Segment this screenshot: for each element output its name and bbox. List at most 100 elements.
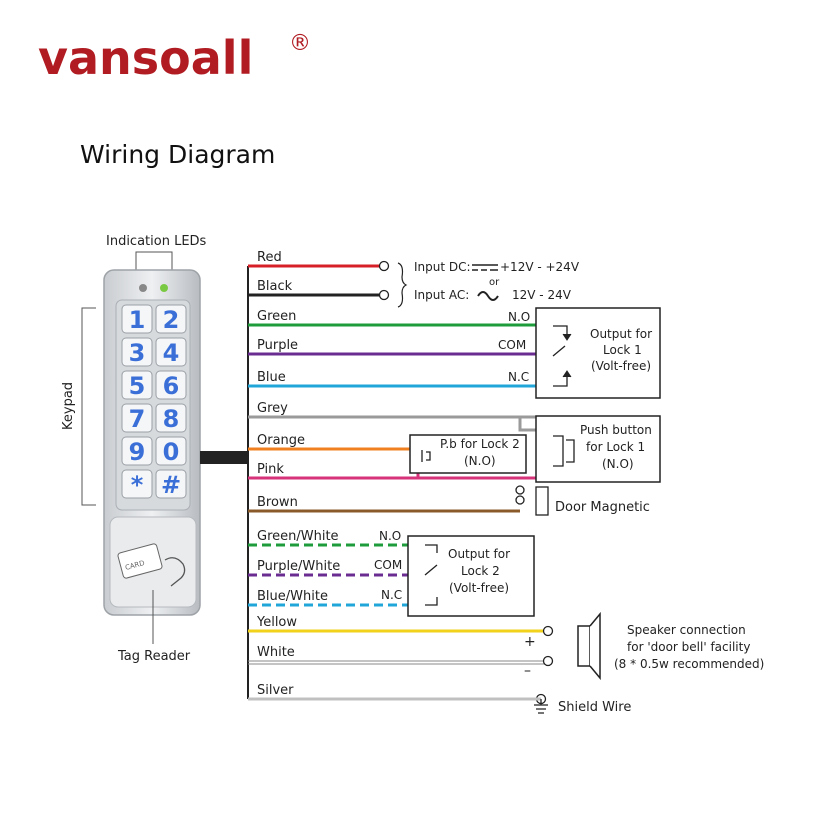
speaker-plus: + <box>524 634 536 650</box>
key-4[interactable]: 4 <box>155 337 187 367</box>
speaker-title-1: Speaker connection <box>627 623 746 637</box>
speaker-title-2: for 'door bell' facility <box>627 640 750 654</box>
wire-label: Brown <box>257 495 298 510</box>
or-label: or <box>489 277 500 288</box>
wire-label: Silver <box>257 683 294 698</box>
wire-red: Red <box>248 250 390 272</box>
svg-text:2: 2 <box>163 306 180 334</box>
wire-label: Grey <box>257 401 288 416</box>
wire-green: Green <box>248 309 554 331</box>
cable <box>200 451 248 464</box>
key-8[interactable]: 8 <box>155 403 187 433</box>
indication-leds-label: Indication LEDs <box>106 234 207 249</box>
wire-black: Black <box>248 279 390 301</box>
lock2-nc-label: N.C <box>381 588 402 602</box>
svg-text:1: 1 <box>129 306 146 334</box>
pushbutton-lock1: Push button for Lock 1 (N.O) <box>535 415 661 483</box>
svg-text:5: 5 <box>129 372 146 400</box>
svg-text:6: 6 <box>163 372 180 400</box>
svg-text:3: 3 <box>129 339 146 367</box>
card-icon: CARD <box>117 543 186 587</box>
speaker-minus: – <box>524 663 531 679</box>
wire-grey: Grey <box>248 401 548 419</box>
page-title: Wiring Diagram <box>80 140 275 169</box>
wire-yellow: Yellow <box>248 615 554 637</box>
pushbutton-title-2: for Lock 1 <box>586 440 645 454</box>
lock2-no-label: N.O <box>379 529 401 543</box>
svg-text:4: 4 <box>163 339 180 367</box>
wire-orange: Orange <box>248 433 424 455</box>
svg-text:9: 9 <box>129 438 146 466</box>
speaker: + – Speaker connection for 'door bell' f… <box>524 611 764 681</box>
key-hash[interactable]: # <box>155 469 187 499</box>
shield-wire-label: Shield Wire <box>558 700 631 715</box>
key-0[interactable]: 0 <box>155 436 187 466</box>
keypad-bracket <box>81 307 96 506</box>
wires: RedBlackGreenPurpleBlueGreyOrangePinkBro… <box>248 250 554 705</box>
lock1-nc-label: N.C <box>508 370 529 384</box>
key-star[interactable]: * <box>121 469 153 499</box>
keypad-label: Keypad <box>61 382 76 430</box>
key-6[interactable]: 6 <box>155 370 187 400</box>
key-3[interactable]: 3 <box>121 337 153 367</box>
wire-label: White <box>257 645 295 660</box>
pushbutton-title-1: Push button <box>580 423 652 437</box>
wire-label: Purple/White <box>257 559 340 574</box>
led-green <box>160 284 168 292</box>
svg-text:*: * <box>131 471 144 499</box>
lock2-com-label: COM <box>374 558 402 572</box>
wire-label: Blue <box>257 370 286 385</box>
led-red <box>139 284 147 292</box>
shield-ground: Shield Wire <box>534 699 631 715</box>
pb-lock2-title-1: P.b for Lock 2 <box>440 437 520 451</box>
brand-logo: vansoall <box>38 31 253 85</box>
lock2-title-2: Lock 2 <box>461 564 500 578</box>
wire-label: Red <box>257 250 282 265</box>
lock1-title-1: Output for <box>590 327 652 341</box>
key-5[interactable]: 5 <box>121 370 153 400</box>
wire-label: Black <box>257 279 293 294</box>
key-7[interactable]: 7 <box>121 403 153 433</box>
wire-label: Green/White <box>257 529 339 544</box>
input-ac-value: 12V - 24V <box>512 288 572 302</box>
wire-brown: Brown <box>248 495 520 513</box>
key-9[interactable]: 9 <box>121 436 153 466</box>
wire-white: White <box>248 645 554 667</box>
wire-pink: Pink <box>248 462 548 480</box>
terminal <box>542 655 554 667</box>
svg-text:#: # <box>161 471 181 499</box>
lock1-relay: N.O COM N.C Output for Lock 1 (Volt-free… <box>498 307 661 399</box>
svg-text:0: 0 <box>163 438 180 466</box>
wire-label: Orange <box>257 433 305 448</box>
door-magnetic-label: Door Magnetic <box>555 500 650 515</box>
pb-lock2-title-2: (N.O) <box>464 454 496 468</box>
pushbutton-lock2: P.b for Lock 2 (N.O) <box>409 434 527 474</box>
input-ac-label: Input AC: <box>414 288 469 302</box>
tag-reader-label: Tag Reader <box>117 649 191 664</box>
key-2[interactable]: 2 <box>155 304 187 334</box>
wire-label: Yellow <box>256 615 297 630</box>
lock1-title-2: Lock 1 <box>603 343 642 357</box>
lock2-relay: N.O COM N.C Output for Lock 2 (Volt-free… <box>374 529 535 617</box>
wire-blue: Blue <box>248 370 554 392</box>
wire-label: Purple <box>257 338 298 353</box>
input-dc-label: Input DC: <box>414 260 471 274</box>
lock2-title-3: (Volt-free) <box>449 581 509 595</box>
terminal <box>542 625 554 637</box>
terminal <box>378 260 390 272</box>
pushbutton-title-3: (N.O) <box>602 457 634 471</box>
power-input: Input DC: +12V - +24V or Input AC: 12V -… <box>397 260 580 308</box>
wire-label: Green <box>257 309 296 324</box>
svg-text:8: 8 <box>163 405 180 433</box>
lock1-title-3: (Volt-free) <box>591 359 651 373</box>
input-dc-value: +12V - +24V <box>500 260 580 274</box>
speaker-title-3: (8 * 0.5w recommended) <box>614 657 764 671</box>
leds-bracket <box>135 251 173 270</box>
registered-mark: ® <box>289 31 311 56</box>
key-1[interactable]: 1 <box>121 304 153 334</box>
door-magnetic: Door Magnetic <box>535 486 650 516</box>
lock1-no-label: N.O <box>508 310 530 324</box>
terminal <box>378 289 390 301</box>
